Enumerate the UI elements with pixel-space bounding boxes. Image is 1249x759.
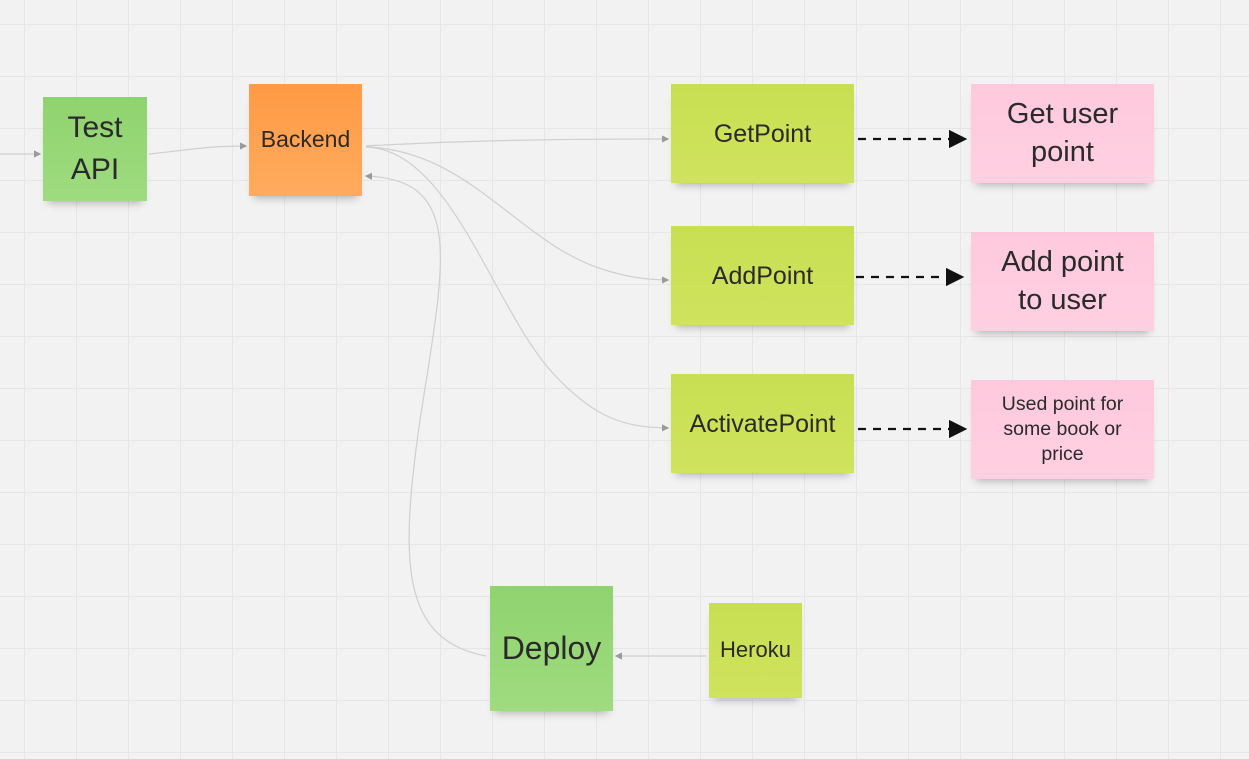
activatepoint-note[interactable]: ActivatePoint <box>671 374 854 473</box>
heroku-note[interactable]: Heroku <box>709 603 802 698</box>
deploy-note[interactable]: Deploy <box>490 586 613 711</box>
addpoint-note[interactable]: AddPoint <box>671 226 854 325</box>
test-api-note[interactable]: Test API <box>43 97 147 201</box>
get-user-point-note[interactable]: Get user point <box>971 84 1154 183</box>
connector-backend-to-getpoint[interactable] <box>365 135 670 147</box>
backend-note[interactable]: Backend <box>249 84 362 196</box>
connector-test-api-to-backend[interactable] <box>148 142 248 155</box>
connector-backend-to-activatepoint[interactable] <box>365 146 670 432</box>
connector-deploy-to-backend[interactable] <box>364 172 487 657</box>
used-point-note[interactable]: Used point for some book or price <box>971 380 1154 479</box>
connector-backend-to-addpoint[interactable] <box>365 146 670 284</box>
add-point-to-user-note[interactable]: Add point to user <box>971 232 1154 331</box>
getpoint-note[interactable]: GetPoint <box>671 84 854 183</box>
